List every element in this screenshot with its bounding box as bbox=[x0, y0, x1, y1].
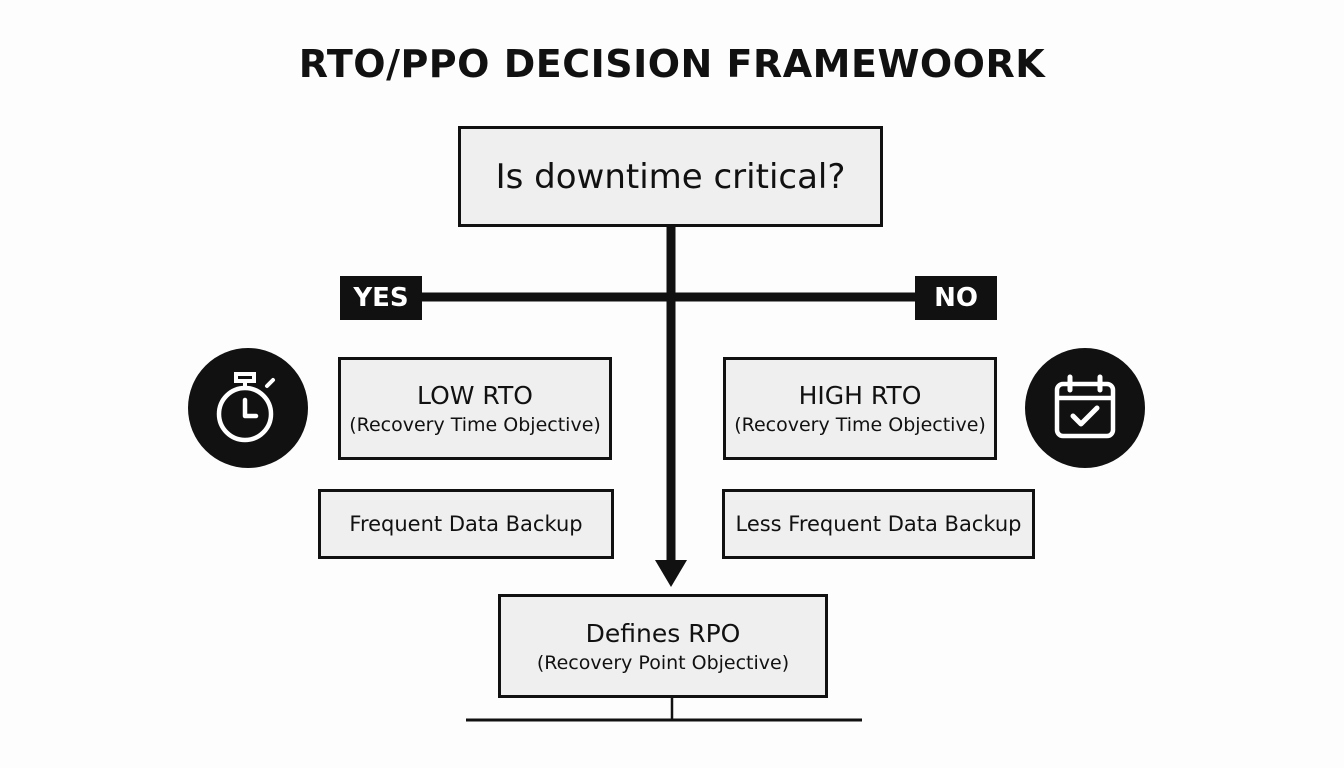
frequent-backup-text: Frequent Data Backup bbox=[349, 512, 583, 536]
arrowhead bbox=[655, 560, 687, 587]
high-rto-subtitle: (Recovery Time Objective) bbox=[734, 414, 986, 436]
question-text: Is downtime critical? bbox=[495, 156, 846, 197]
question-box: Is downtime critical? bbox=[458, 126, 883, 227]
calendar-check-icon bbox=[1025, 348, 1145, 468]
diagram-title: RTO/PPO DECISION FRAMEWOORK bbox=[298, 42, 1046, 86]
less-frequent-backup-text: Less Frequent Data Backup bbox=[735, 512, 1022, 536]
high-rto-box: HIGH RTO (Recovery Time Objective) bbox=[723, 357, 997, 460]
no-label: NO bbox=[915, 276, 997, 320]
stopwatch-icon bbox=[188, 348, 308, 468]
low-rto-title: LOW RTO bbox=[417, 381, 533, 410]
high-rto-title: HIGH RTO bbox=[798, 381, 922, 410]
low-rto-subtitle: (Recovery Time Objective) bbox=[349, 414, 601, 436]
defines-rpo-box: Defines RPO (Recovery Point Objective) bbox=[498, 594, 828, 698]
yes-label: YES bbox=[340, 276, 422, 320]
less-frequent-backup-box: Less Frequent Data Backup bbox=[722, 489, 1035, 559]
rpo-title: Defines RPO bbox=[585, 618, 741, 648]
rpo-subtitle: (Recovery Point Objective) bbox=[536, 651, 790, 674]
frequent-backup-box: Frequent Data Backup bbox=[318, 489, 614, 559]
low-rto-box: LOW RTO (Recovery Time Objective) bbox=[338, 357, 612, 460]
